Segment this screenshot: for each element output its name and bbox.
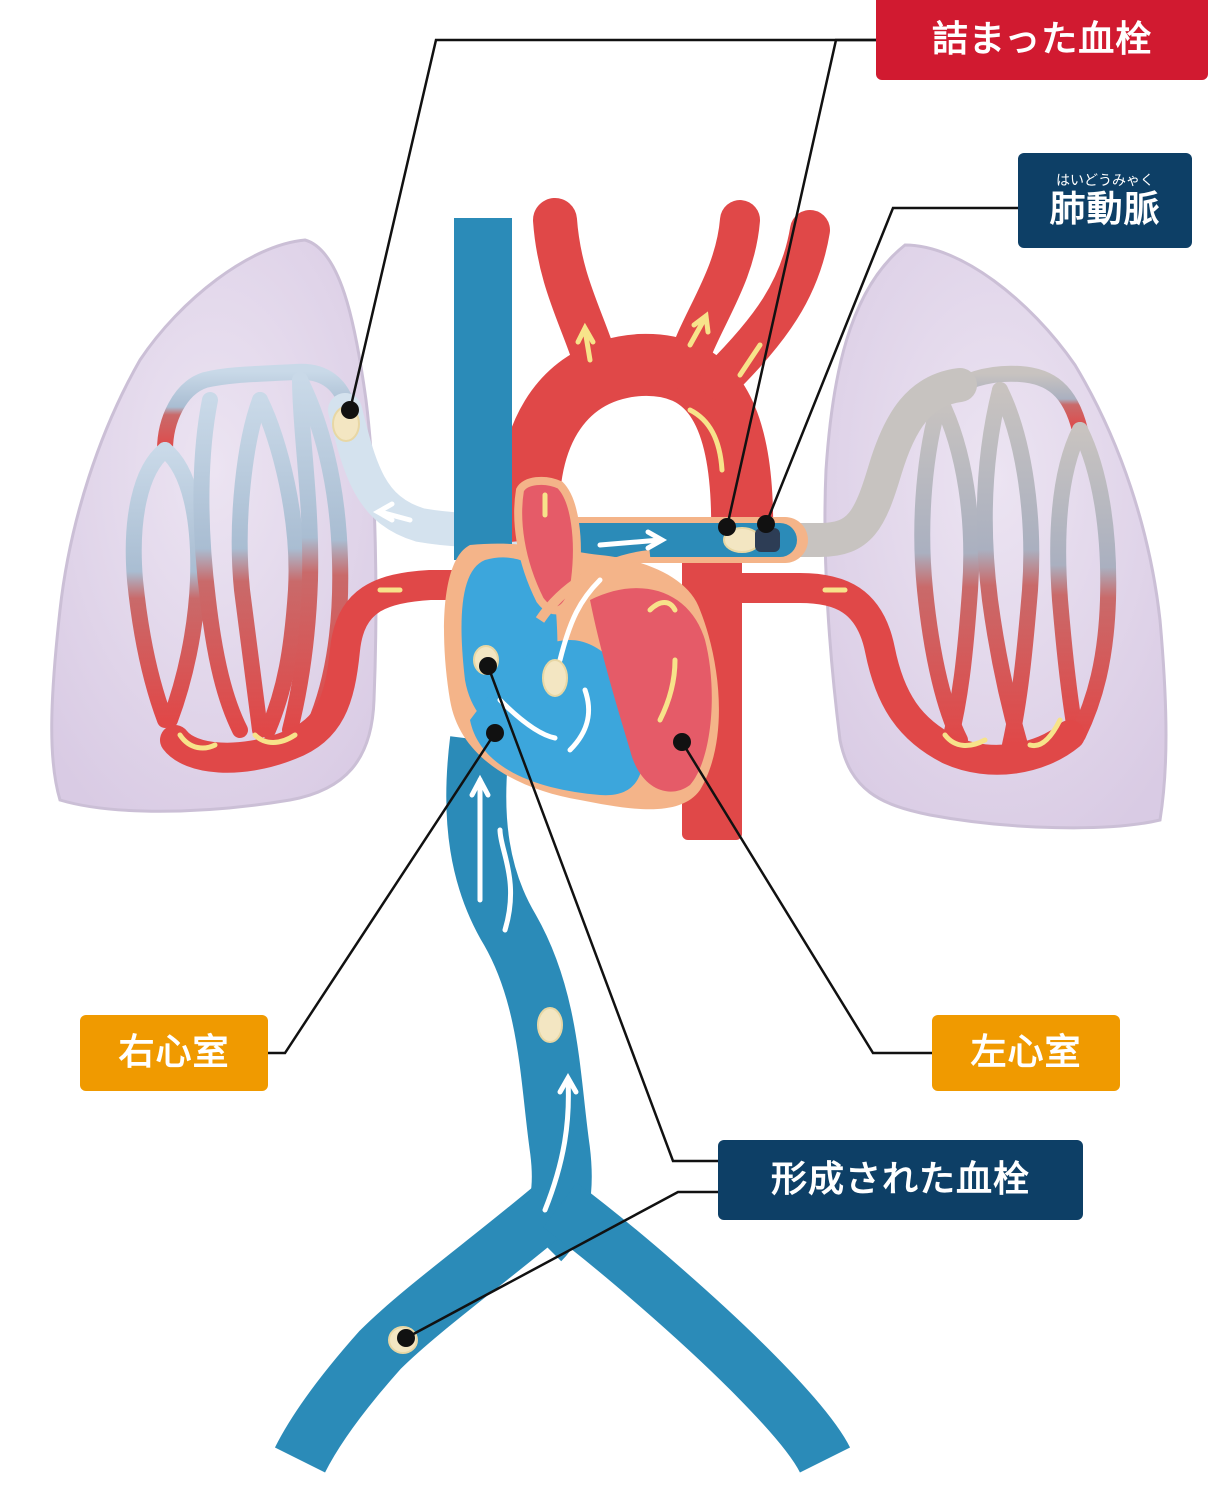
leader-embolus-pa [725, 38, 876, 528]
label-pulmonary-artery: はいどうみゃく 肺動脈 [1018, 153, 1192, 248]
leader-pa [764, 206, 1018, 525]
label-left-ventricle-text: 左心室 [970, 1032, 1082, 1073]
leader-dots [341, 401, 775, 1347]
pulmonary-vein-left [705, 573, 1085, 775]
left-lung [823, 243, 1168, 830]
leader-formed-1 [486, 665, 718, 1163]
label-pulmonary-artery-ruby: はいどうみゃく [1056, 172, 1154, 189]
flow-arrows-white [372, 501, 668, 1213]
flow-arrows-yellow [177, 311, 1063, 751]
leader-lines [268, 38, 1018, 1340]
label-right-ventricle: 右心室 [80, 1015, 268, 1091]
clot-vein-upper [537, 1007, 563, 1043]
label-formed-thrombus-text: 形成された血栓 [770, 1159, 1030, 1200]
pulmonary-artery-left [703, 368, 977, 557]
clot-chamber [542, 659, 568, 697]
label-pulmonary-artery-text: 肺動脈 [1049, 188, 1161, 230]
right-ventricle-chamber [470, 640, 644, 796]
pulmonary-vein-right [160, 570, 485, 773]
label-left-ventricle: 左心室 [932, 1015, 1120, 1091]
leader-embolus-lung [348, 38, 876, 411]
label-right-ventricle-text: 右心室 [118, 1032, 230, 1073]
leader-rv [268, 732, 497, 1055]
leader-lv [680, 741, 932, 1055]
label-blocked-embolus-text: 詰まった血栓 [931, 19, 1153, 60]
leader-formed-2 [405, 1190, 718, 1340]
pulmonary-artery-blockage [755, 528, 780, 552]
aortic-arch [497, 198, 830, 544]
label-blocked-embolus: 詰まった血栓 [876, 0, 1208, 80]
label-formed-thrombus: 形成された血栓 [718, 1140, 1083, 1220]
